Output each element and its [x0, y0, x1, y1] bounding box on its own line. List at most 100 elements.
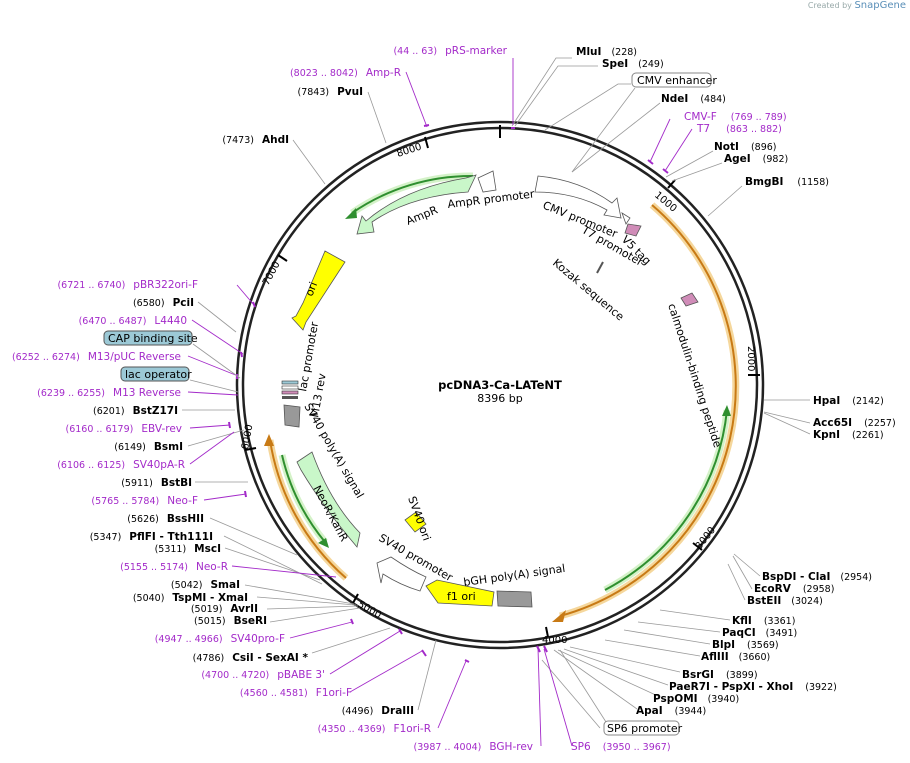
- primer-pbr322ori-f: (6721 .. 6740)pBR322ori-F: [57, 279, 198, 291]
- enzyme-apai: ApaI(3944): [636, 705, 706, 717]
- ampr-label: AmpR: [404, 203, 440, 227]
- sp6-promoter-leader: [559, 649, 607, 723]
- enzyme-claI: BspDI - ClaI(2954): [762, 571, 872, 583]
- plasmid-length: 8396 bp: [477, 392, 522, 405]
- ampr-arc-arrowhead: [345, 208, 357, 219]
- bgh-label: bGH poly(A) signal: [463, 562, 567, 589]
- enzyme-kfli: KflI(3361): [732, 615, 795, 627]
- enzyme-agei: AgeI(982): [724, 153, 788, 165]
- enzyme-ndei: NdeI(484): [661, 93, 726, 105]
- primer-neo-r: (5155 .. 5174)Neo-R: [120, 561, 228, 573]
- f1-ori-label: f1 ori: [447, 590, 476, 603]
- enzyme-bstz17i: (6201)BstZ17I: [93, 405, 178, 417]
- neo-arc-left: [269, 439, 347, 579]
- cmv-enhancer-leader: [571, 87, 636, 173]
- tick-4000: 4000: [542, 635, 567, 646]
- enzyme-ecorv: EcoRV(2958): [754, 583, 834, 595]
- ori-label: ori: [303, 280, 320, 298]
- boxed-callouts: CMV enhancer CAP binding site lac operat…: [103, 72, 717, 736]
- lac-operator-box: [120, 366, 190, 382]
- enzyme-spei: SpeI(249): [602, 58, 664, 70]
- enzyme-xhoi: PaeR7I - PspXI - XhoI(3922): [669, 681, 837, 693]
- ori-feature: [291, 250, 346, 331]
- primer-leaders: [187, 58, 693, 747]
- enzyme-kpni: KpnI(2261): [813, 429, 884, 441]
- enzyme-bstbi: (5911)BstBI: [121, 477, 192, 489]
- sv40-polya-feature: [283, 404, 301, 428]
- primer-marks: [228, 124, 669, 663]
- tick-6000: 6000: [240, 424, 255, 451]
- green-arrowhead-left: [318, 538, 329, 548]
- tick-8000: 8000: [396, 142, 424, 160]
- cap-binding-site-box: [103, 330, 193, 346]
- enzyme-bsshii: (5626)BssHII: [127, 513, 204, 525]
- tick-5000: 5000: [356, 599, 384, 621]
- lac-operator-label: lac operator: [125, 368, 192, 381]
- enzyme-tth111i: (5347)PflFI - Tth111I: [90, 531, 213, 543]
- f1-ori-feature: [425, 579, 495, 607]
- primer-m13-reverse: (6239 .. 6255)M13 Reverse: [37, 387, 181, 399]
- sv40-promoter-feature: [376, 556, 427, 592]
- primer-f1ori-f: (4560 .. 4581)F1ori-F: [240, 687, 352, 699]
- cmv-promoter-feature: [534, 175, 622, 219]
- calmodulin-arrowhead: [552, 610, 566, 622]
- enzyme-afliii: AflIII(3660): [701, 651, 770, 663]
- plasmid-name: pcDNA3-Ca-LATeNT: [438, 378, 562, 392]
- m13-rev-feature: [281, 390, 299, 395]
- primer-labels: (44 .. 63)pRS-marker (8023 .. 8042)Amp-R…: [12, 45, 787, 753]
- enzyme-avrii: (5019)AvrII: [191, 603, 258, 615]
- sv40-ori-feature: [404, 511, 427, 533]
- lac-operator-leader: [189, 379, 239, 393]
- tick-7000: 7000: [261, 260, 283, 288]
- enzyme-pspomi: PspOMI(3940): [653, 693, 739, 705]
- enzyme-acc65i: Acc65I(2257): [813, 417, 896, 429]
- cap-binding-site-label: CAP binding site: [108, 332, 198, 345]
- enzyme-mlui: MluI(228): [576, 46, 637, 58]
- enzyme-bmgbi: BmgBI(1158): [745, 176, 829, 188]
- enzyme-draiii: (4496)DraIII: [342, 705, 414, 717]
- ampr-arc: [351, 174, 474, 214]
- enzyme-paqci: PaqCI(3491): [722, 627, 797, 639]
- neo-arrowhead-left: [264, 434, 274, 446]
- enzyme-msci: (5311)MscI: [155, 543, 221, 555]
- cmv-enhancer-box: [631, 72, 712, 88]
- tick-marks: [244, 136, 760, 638]
- lac-promoter-feature: [281, 385, 299, 390]
- enzyme-smai: (5042)SmaI: [171, 579, 240, 591]
- primer-cmv-f: CMV-F(769 .. 789): [684, 111, 787, 123]
- enzyme-bsmi: (6149)BsmI: [114, 441, 183, 453]
- cap-site-leader: [192, 343, 241, 379]
- v5-tag-feature: [624, 223, 642, 237]
- snapgene-logo: SnapGene: [854, 0, 906, 11]
- enzyme-leaders: [182, 57, 811, 729]
- primer-m13-puc-reverse: (6252 .. 6274)M13/pUC Reverse: [12, 351, 181, 363]
- calmodulin-label: calmodulin-binding peptide: [665, 302, 724, 450]
- neor-feature: [296, 451, 361, 548]
- primer-l4440: (6470 .. 6487)L4440: [79, 315, 187, 327]
- ampr-feature: [356, 174, 477, 235]
- primer-sp6: SP6(3950 .. 3967): [571, 741, 671, 753]
- lac-operator-feature: [281, 380, 299, 385]
- primer-t7: T7(863 .. 882): [696, 123, 782, 135]
- primer-pbabe3: (4700 .. 4720)pBABE 3': [201, 669, 325, 681]
- primer-sv40pa-r: (6106 .. 6125)SV40pA-R: [57, 459, 185, 471]
- enzyme-bseri: (5015)BseRI: [194, 615, 267, 627]
- primer-neo-f: (5765 .. 5784)Neo-F: [91, 495, 198, 507]
- green-arc-left: [281, 454, 326, 543]
- snapgene-credit: Created by SnapGene: [808, 0, 906, 11]
- ampr-promoter-feature: [477, 170, 497, 193]
- primer-bgh-rev: (3987 .. 4004)BGH-rev: [414, 741, 533, 753]
- backbone-outer: [235, 120, 765, 650]
- tick-2000: 2000: [745, 346, 756, 371]
- cmv-enhancer-label: CMV enhancer: [637, 74, 717, 87]
- calmodulin-feature: [680, 292, 699, 307]
- kozak-label: Kozak sequence: [550, 256, 627, 323]
- sp6-promoter-box: [603, 720, 680, 736]
- primer-prs-marker: (44 .. 63)pRS-marker: [393, 45, 507, 57]
- enzyme-bsteii: BstEII(3024): [747, 595, 823, 607]
- green-arc-right: [604, 409, 728, 591]
- credit-prefix: Created by: [807, 1, 852, 10]
- cap-site-feature: [282, 396, 298, 399]
- enzyme-pcii: (6580)PciI: [133, 297, 194, 309]
